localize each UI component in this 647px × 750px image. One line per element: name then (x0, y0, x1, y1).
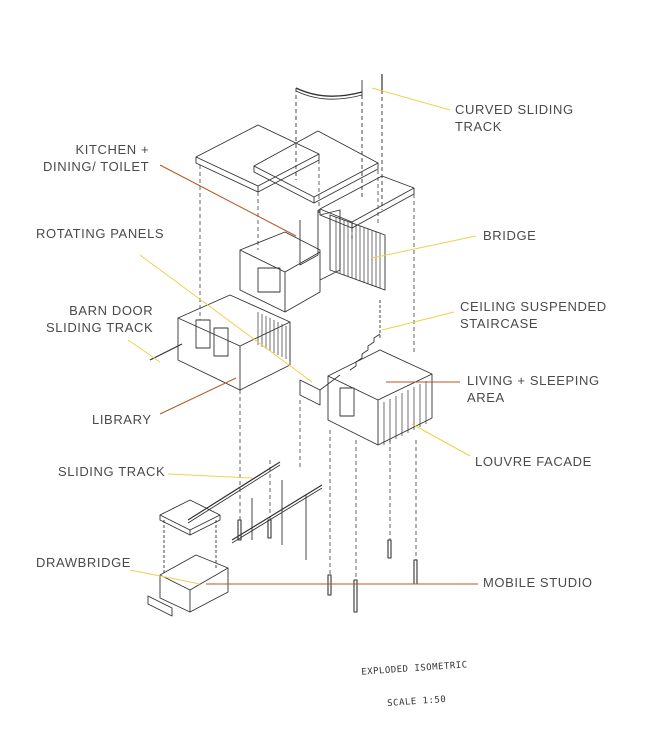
staircase-drawing (299, 300, 381, 406)
label-sliding-track: SLIDING TRACK (58, 464, 166, 479)
mobile-studio-drawing (147, 499, 229, 617)
leader-curved-sliding-track (371, 87, 451, 111)
leader-barn-door-sliding-track (127, 339, 161, 363)
leader-lines (127, 87, 478, 585)
curved-sliding-track-drawing (295, 74, 383, 210)
drawing-caption: EXPLODED ISOMETRIC SCALE 1:50 (359, 638, 471, 722)
leader-library (159, 377, 237, 415)
label-rotating-panels: ROTATING PANELS (36, 226, 165, 241)
leader-ceiling-suspended-staircase (381, 311, 455, 331)
label-mobile-studio: MOBILE STUDIO (483, 575, 593, 590)
leader-rotating-panels (139, 254, 313, 383)
label-curved-sliding-track: CURVED SLIDING TRACK (455, 102, 574, 134)
label-barn-door-sliding-track: BARN DOOR SLIDING TRACK (46, 303, 154, 335)
louvre-facade-drawing (383, 381, 427, 445)
bridge-drawing (329, 214, 386, 291)
leader-louvre-facade (411, 423, 471, 457)
label-bridge: BRIDGE (483, 228, 537, 243)
kitchen-dining-block-drawing (239, 209, 341, 313)
label-living-sleeping-area: LIVING + SLEEPING AREA (467, 373, 600, 405)
leader-drawbridge (129, 569, 201, 585)
vertical-guides (199, 160, 417, 580)
roof-slabs-drawing (195, 124, 415, 229)
leader-sliding-track (167, 473, 253, 479)
living-sleeping-block-drawing (327, 349, 433, 446)
label-drawbridge: DRAWBRIDGE (36, 555, 132, 570)
label-library: LIBRARY (92, 412, 152, 427)
label-louvre-facade: LOUVRE FACADE (475, 454, 592, 469)
caption-title: EXPLODED ISOMETRIC (360, 660, 468, 678)
leader-bridge (371, 235, 477, 259)
caption-scale: SCALE 1:50 (386, 694, 447, 710)
library-block-drawing (149, 294, 291, 391)
sliding-track-drawing (187, 461, 323, 560)
label-kitchen-dining-toilet: KITCHEN + DINING/ TOILET (43, 142, 150, 174)
leader-kitchen-dining-toilet (159, 164, 297, 237)
label-ceiling-suspended-staircase: CEILING SUSPENDED STAIRCASE (460, 299, 607, 331)
